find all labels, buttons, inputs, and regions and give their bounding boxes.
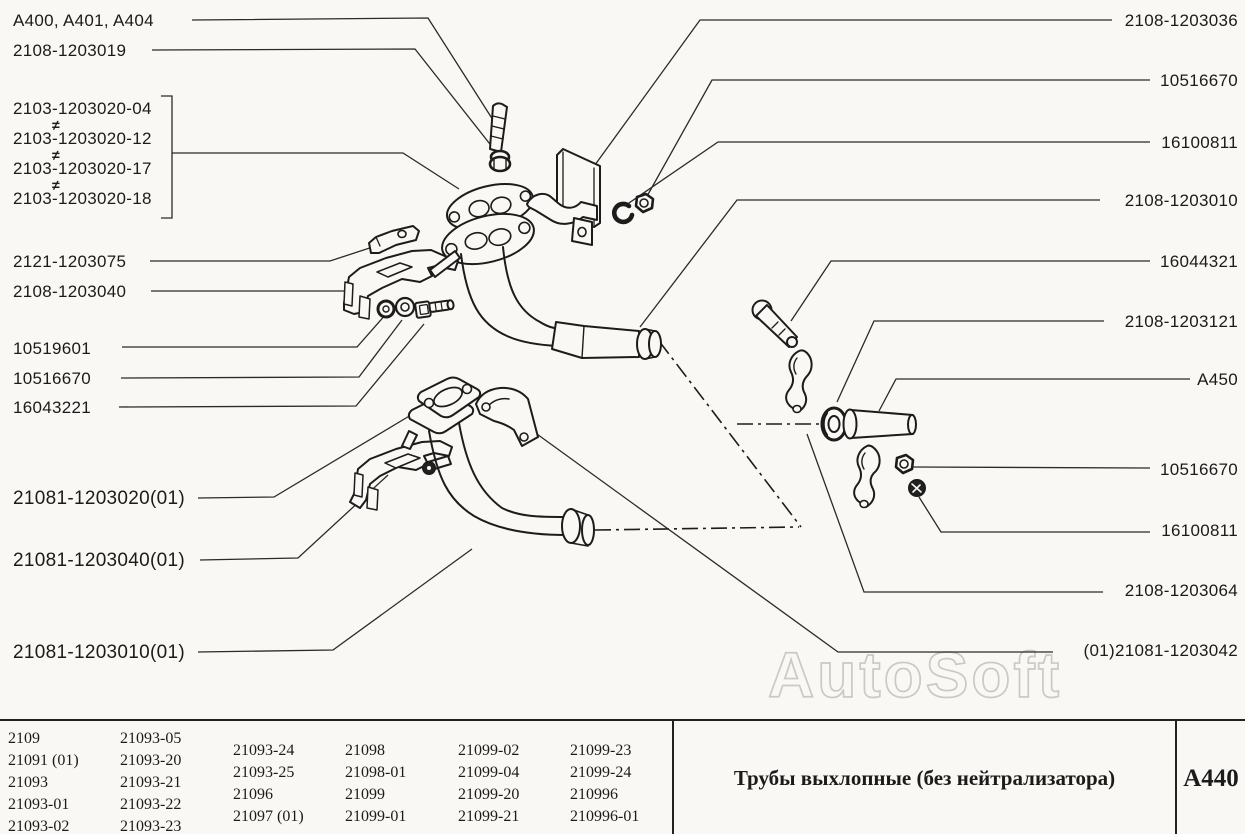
part-number-label: A450 xyxy=(1197,370,1238,389)
watermark-text: AutoSoft xyxy=(768,639,1062,711)
lower-flange-drawing xyxy=(407,376,482,435)
model-code: 21099 xyxy=(345,786,385,803)
sheet-title-text: Трубы выхлопные (без нейтрализатора) xyxy=(733,766,1116,790)
part-number-label: 10516670 xyxy=(13,369,92,388)
model-code: 21093-02 xyxy=(8,818,70,834)
part-number-label: 21081-1203010(01) xyxy=(13,642,186,663)
part-number-label: 2108-1203010 xyxy=(1124,191,1238,210)
model-code: 21093 xyxy=(8,774,48,791)
model-code: 21091 (01) xyxy=(8,752,79,769)
model-code: 210996 xyxy=(570,786,618,803)
model-code: 21098-01 xyxy=(345,764,407,781)
sheet-code-text: А440 xyxy=(1183,764,1239,792)
leader-lines xyxy=(118,17,1190,653)
bracket-washer-drawing xyxy=(376,296,416,319)
part-number-label: A400, A401, A404 xyxy=(13,11,154,30)
model-code: 21093-20 xyxy=(120,752,182,769)
model-code-column: 21098 21098-01 21099 21099-01 xyxy=(345,740,406,828)
model-code: 21099-21 xyxy=(458,808,520,825)
assembly-axis-lines xyxy=(594,340,821,531)
model-code: 21097 (01) xyxy=(233,808,304,825)
exploded-view-drawing: AutoSoft xyxy=(118,17,1190,712)
sheet-code: А440 xyxy=(1177,721,1245,834)
model-code: 21093-05 xyxy=(120,730,182,747)
model-code: 21099-23 xyxy=(570,742,632,759)
spring-washer-drawing xyxy=(611,201,635,225)
part-number-label: 2103-1203020-12 xyxy=(13,129,152,148)
lower-clamp-half-drawing xyxy=(853,444,881,509)
model-code: 21093-23 xyxy=(120,818,182,834)
part-number-label: 16044321 xyxy=(1159,252,1238,271)
model-code: 21099-04 xyxy=(458,764,520,781)
lower-bracket-drawing xyxy=(349,430,453,511)
model-code: 21096 xyxy=(233,786,273,803)
part-number-label: 2108-1203121 xyxy=(1124,312,1238,331)
not-equal-symbol: ≠ xyxy=(52,147,60,163)
model-code: 2109 xyxy=(8,730,40,747)
model-code-column: 21099-02 21099-04 21099-20 21099-21 xyxy=(458,740,519,828)
not-equal-symbol: ≠ xyxy=(52,177,60,193)
clamp-washer-drawing xyxy=(908,479,926,497)
part-number-label: 21081-1203020(01) xyxy=(13,488,186,509)
model-code: 21093-22 xyxy=(120,796,182,813)
part-number-label: 2121-1203075 xyxy=(13,252,127,271)
stud-nut-drawing xyxy=(488,149,512,173)
model-code: 21099-02 xyxy=(458,742,520,759)
applicability-table: 2109 21091 (01) 21093 21093-01 21093-02 … xyxy=(0,719,1245,834)
part-number-label: 2103-1203020-18 xyxy=(13,189,152,208)
lower-front-pipe-drawing xyxy=(428,422,595,547)
part-number-label: 16100811 xyxy=(1161,521,1238,540)
model-code-column: 2109 21091 (01) 21093 21093-01 21093-02 xyxy=(8,728,79,834)
part-number-label: 21081-1203040(01) xyxy=(13,550,186,571)
flange-clamp-drawing xyxy=(475,386,539,447)
upper-clamp-half-drawing xyxy=(785,349,813,414)
model-code: 21099-01 xyxy=(345,808,407,825)
flange-gasket-drawing xyxy=(441,183,535,266)
heat-shield-drawing xyxy=(526,148,601,246)
mounting-ring-drawing xyxy=(820,406,848,442)
model-code: 21093-24 xyxy=(233,742,295,759)
table-divider xyxy=(672,721,674,834)
model-code-column: 21099-23 21099-24 210996 210996-01 xyxy=(570,740,639,828)
model-code: 21098 xyxy=(345,742,385,759)
not-equal-symbol: ≠ xyxy=(52,117,60,133)
model-code: 21093-25 xyxy=(233,764,295,781)
part-number-label: 2108-1203040 xyxy=(13,282,127,301)
model-code: 21099-24 xyxy=(570,764,632,781)
model-code-column: 21093-05 21093-20 21093-21 21093-22 2109… xyxy=(120,728,181,834)
small-bracket-drawing xyxy=(368,225,420,254)
shield-nut-drawing xyxy=(634,192,655,214)
model-code: 21093-21 xyxy=(120,774,182,791)
part-number-label: 16100811 xyxy=(1161,133,1238,152)
model-code: 210996-01 xyxy=(570,808,640,825)
part-number-label: (01)21081-1203042 xyxy=(1083,641,1238,660)
part-number-label: 2108-1203064 xyxy=(1124,581,1238,600)
part-number-label: 2103-1203020-17 xyxy=(13,159,152,178)
part-number-label: 10516670 xyxy=(1159,71,1238,90)
exhaust-stud-drawing xyxy=(489,102,508,153)
part-number-label: 2108-1203019 xyxy=(13,41,127,60)
model-code-column: 21093-24 21093-25 21096 21097 (01) xyxy=(233,740,304,828)
mounting-bracket-drawing xyxy=(343,249,461,320)
part-number-label: 2103-1203020-04 xyxy=(13,99,152,118)
clamp-nut-drawing xyxy=(894,453,915,475)
part-number-label: 10516670 xyxy=(1159,460,1238,479)
front-pipe-drawing xyxy=(460,246,662,360)
part-number-label: 16043221 xyxy=(13,398,92,417)
sheet-title: Трубы выхлопные (без нейтрализатора) xyxy=(674,721,1175,834)
model-code: 21099-20 xyxy=(458,786,520,803)
clamp-bolt-drawing xyxy=(751,299,798,348)
model-code: 21093-01 xyxy=(8,796,70,813)
pipe-a450-drawing xyxy=(842,408,917,440)
part-number-label: 2108-1203036 xyxy=(1124,11,1238,30)
table-divider xyxy=(1175,721,1177,834)
bracket-bolt-drawing xyxy=(414,299,455,319)
part-number-label: 10519601 xyxy=(13,339,92,358)
